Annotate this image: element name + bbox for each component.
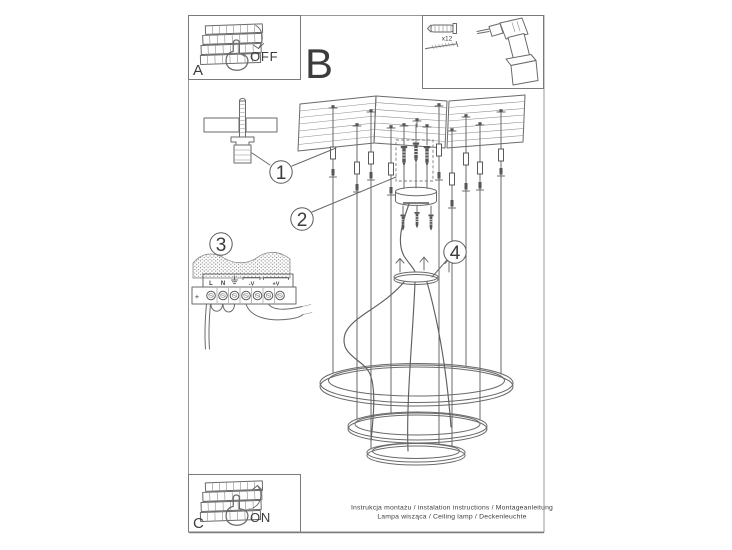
canopy	[395, 186, 437, 232]
dashed-mount-detail	[395, 139, 434, 182]
earth-icon	[231, 275, 238, 285]
panel-c-box: ON C	[188, 474, 301, 533]
pendant-ring-small	[366, 442, 466, 466]
terminal-group-brackets	[242, 277, 289, 280]
callout-3: 3	[209, 232, 233, 256]
pendant-ring-medium	[347, 411, 488, 444]
pendant-ring-large	[319, 363, 514, 407]
arrow-up-icon	[248, 485, 263, 510]
svg-text:3: 3	[216, 235, 227, 256]
panel-c-state: ON	[250, 510, 271, 525]
canopy-screws	[400, 205, 434, 232]
ring-holder-oval	[393, 271, 439, 285]
svg-text:2: 2	[297, 210, 308, 231]
wire-connector	[330, 143, 504, 186]
arrow-down-icon	[251, 23, 264, 49]
panel-a-label: A	[193, 62, 203, 79]
wall-anchor-icon	[427, 23, 457, 34]
callout-1: 1	[269, 160, 293, 184]
terminal-neutral-label: N	[221, 281, 225, 287]
power-cable	[343, 203, 452, 452]
panel-a-state: OFF	[250, 49, 278, 64]
ceiling-panels	[297, 94, 526, 152]
terminal-plus-label: +	[195, 292, 200, 301]
panel-a-box: OFF A	[188, 15, 301, 80]
callout-leaders	[251, 147, 448, 278]
anchor-count-label: x12	[442, 36, 453, 43]
drill-icon	[476, 17, 539, 86]
footer-text-line2: Lampa wisząca / Ceiling lamp / Deckenleu…	[377, 514, 526, 521]
footer-text-line1: Instrukcja montażu / instalation instruc…	[351, 505, 553, 512]
suspension-wires	[329, 108, 505, 450]
terminal-live-label: L	[209, 281, 213, 287]
terminal-block-illustration: + L N -V +V	[191, 252, 313, 350]
hardware-box: x12	[422, 15, 544, 89]
terminal-negative-label: -V	[249, 282, 255, 288]
anchor-detail-illustration	[203, 97, 278, 164]
svg-text:1: 1	[276, 163, 287, 184]
callout-4: 4	[443, 240, 467, 264]
section-b-label: B	[305, 40, 333, 87]
panel-c-label: C	[193, 515, 204, 532]
terminal-positive-label: +V	[273, 282, 280, 288]
insulation-band	[192, 252, 291, 279]
callout-2: 2	[290, 207, 314, 231]
screw-icon	[424, 41, 459, 50]
terminal-wires	[204, 303, 313, 350]
svg-text:4: 4	[450, 243, 461, 264]
